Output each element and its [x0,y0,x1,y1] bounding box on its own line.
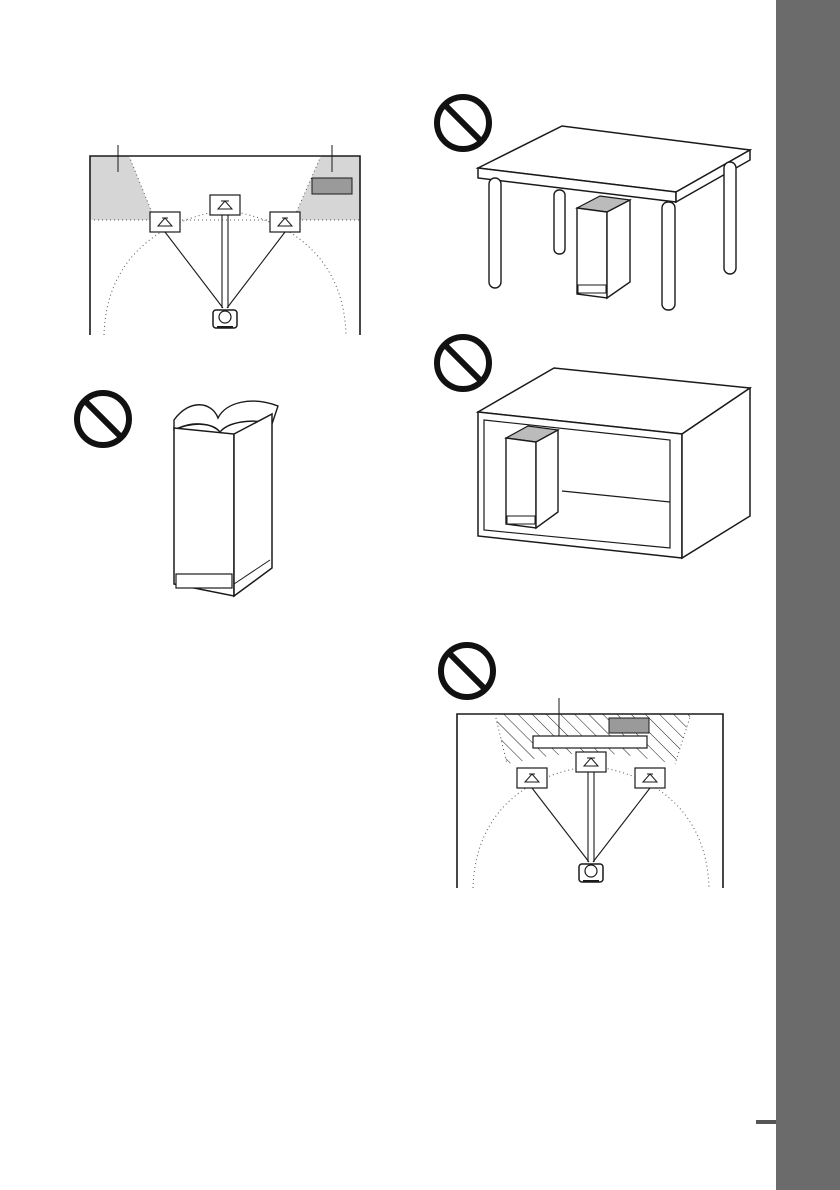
subwoofer-covered-figure [160,388,285,603]
room-layout-obstructed-figure [455,694,727,890]
side-tab [776,0,840,1190]
speaker-box-icon [517,768,547,788]
speaker-box-icon [576,752,606,772]
tv-block [609,718,649,733]
gray-zone-left [90,156,155,220]
subwoofer-under-table-figure [470,120,760,315]
prohibition-icon [436,640,498,702]
subwoofer [506,426,558,528]
subwoofer [577,196,630,298]
speaker-box-icon [270,212,300,232]
listener-head-icon [213,310,237,328]
room-layout-figure [88,140,363,340]
prohibition-icon [72,388,134,450]
page-marker [756,1120,776,1124]
subwoofer-in-cabinet-figure [472,366,757,561]
listener-head-icon [579,864,603,882]
speaker-box-icon [635,768,665,788]
tv-block [312,178,352,194]
obstacle-bar [533,736,647,748]
speaker-box-icon [150,212,180,232]
speaker-box-icon [210,195,240,215]
